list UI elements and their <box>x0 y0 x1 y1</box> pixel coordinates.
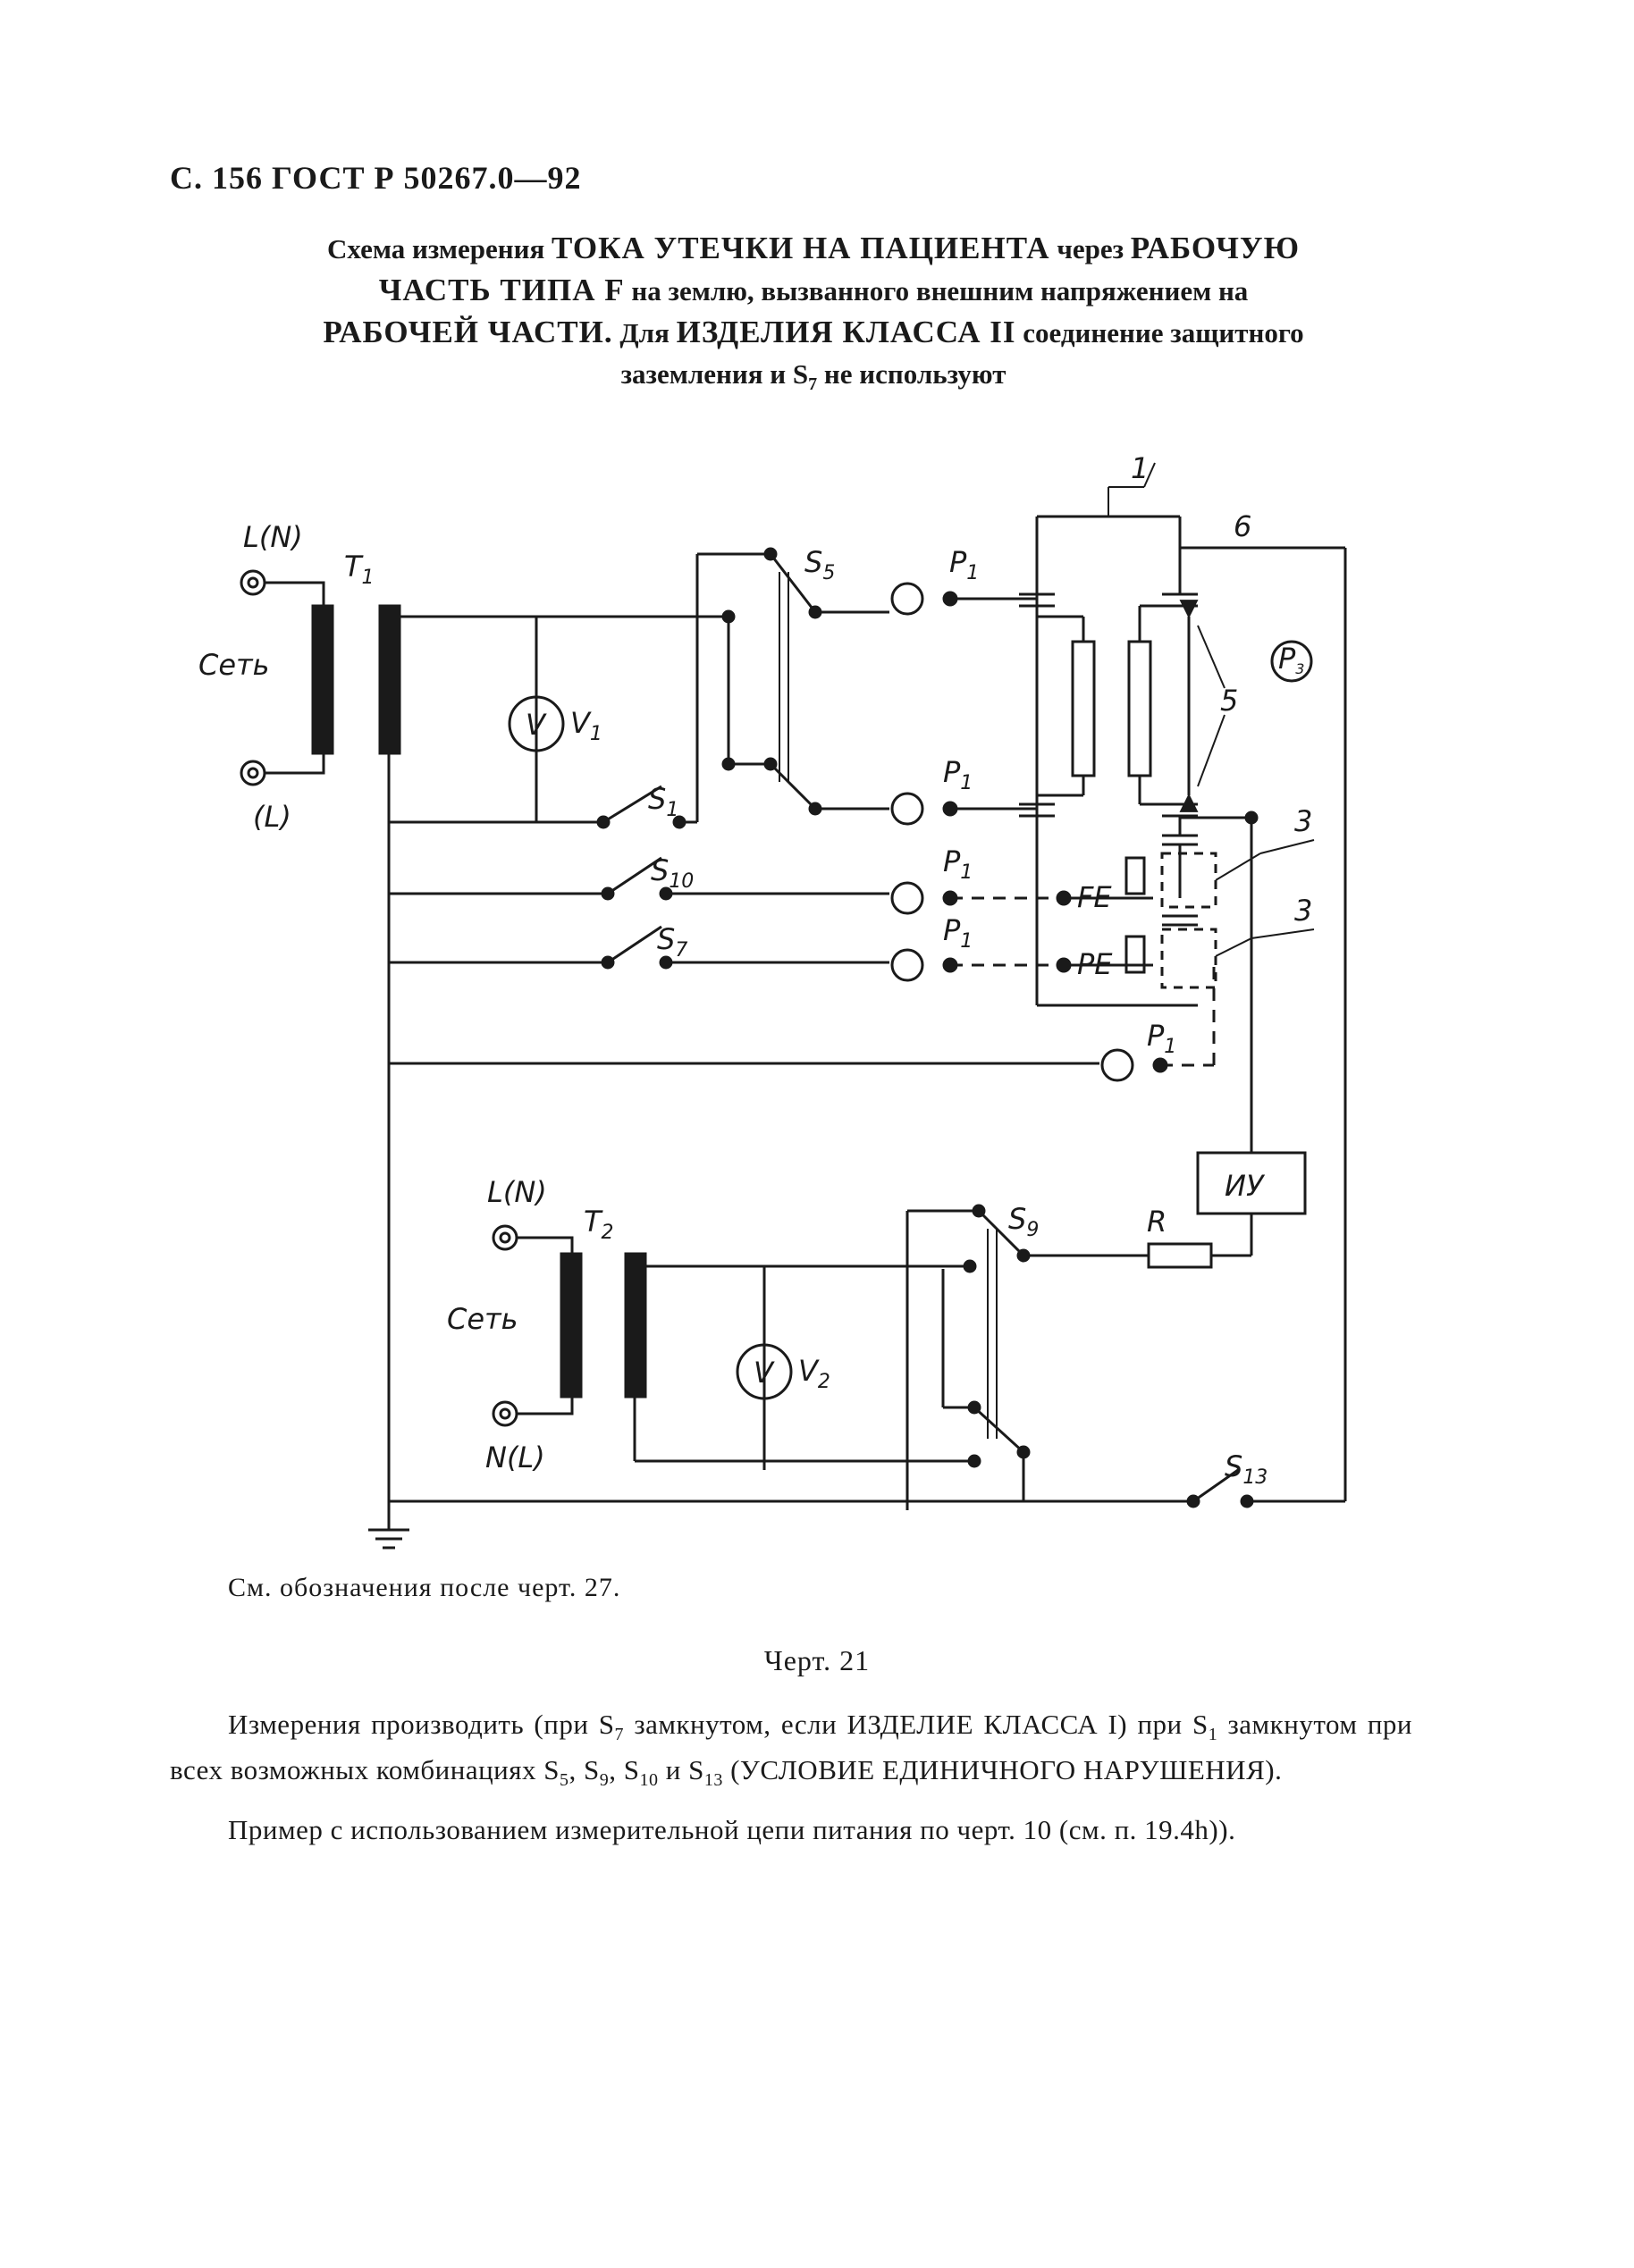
circuit-diagram: L(N) (L) Сеть T1 V V1 S5 S1 S10 S7 P1 P1… <box>198 451 1347 1550</box>
figure-title: Схема измерения ТОКА УТЕЧКИ НА ПАЦИЕНТА … <box>232 228 1394 405</box>
terminal-p1 <box>890 582 924 616</box>
transformer-t2-secondary <box>624 1252 647 1399</box>
title-text: соединение защитного <box>1015 317 1304 349</box>
label-ln-bottom: L(N) <box>487 1175 547 1209</box>
label-p1: P1 <box>943 913 973 953</box>
label-pe: PE <box>1077 947 1113 981</box>
label-5: 5 <box>1220 684 1238 718</box>
paragraph-example: Пример с использованием измерительной це… <box>228 1814 1236 1845</box>
terminal-p1 <box>890 881 924 915</box>
label-l-top: (L) <box>253 800 291 834</box>
label-p1: P1 <box>1147 1019 1176 1058</box>
title-term: РАБОЧЕЙ ЧАСТИ. <box>323 315 613 349</box>
label-s7: S7 <box>657 922 687 962</box>
terminal-p3 <box>1270 640 1313 683</box>
title-term: ТОКА УТЕЧКИ НА ПАЦИЕНТА <box>552 231 1050 265</box>
label-nl-bottom: N(L) <box>485 1441 545 1474</box>
voltmeter-symbol: V <box>754 1356 775 1390</box>
switch-s1 <box>602 785 662 824</box>
mains-terminal-bottom <box>492 1400 518 1427</box>
mains-terminal-bottom <box>240 760 266 786</box>
transformer-t2-primary <box>560 1252 583 1399</box>
label-p1: P1 <box>943 844 973 884</box>
label-3: 3 <box>1294 894 1312 928</box>
terminal-p1 <box>890 948 924 982</box>
mains-terminal-top <box>240 569 266 596</box>
title-text: на землю, вызванного внешним напряжением… <box>624 275 1249 307</box>
label-t1: T1 <box>344 550 375 589</box>
paragraph-measurement-conditions: Измерения производить (при S7 замкнутом,… <box>170 1709 1412 1791</box>
resistor <box>1071 640 1096 777</box>
page-header: С. 156 ГОСТ Р 50267.0—92 <box>170 160 582 196</box>
notation-reference: См. обозначения после черт. 27. <box>228 1573 621 1602</box>
mains-terminal-top <box>492 1224 518 1251</box>
label-s13: S13 <box>1225 1449 1268 1489</box>
label-p1: P1 <box>943 755 973 794</box>
voltmeter-symbol: V <box>526 708 547 742</box>
switch-s10 <box>607 856 662 895</box>
label-mains-top: Сеть <box>198 648 270 682</box>
resistor-r <box>1147 1242 1213 1269</box>
label-p1: P1 <box>949 545 979 584</box>
title-text: Для <box>612 317 677 349</box>
title-subscript: 7 <box>808 374 818 395</box>
label-s10: S10 <box>651 853 694 893</box>
label-3: 3 <box>1294 804 1312 838</box>
insulation-element <box>1124 856 1146 895</box>
title-term: ИЗДЕЛИЯ КЛАССА II <box>676 315 1016 349</box>
insulation-element <box>1124 935 1146 974</box>
label-s1: S1 <box>648 782 678 821</box>
title-term: РАБОЧУЮ <box>1130 231 1301 265</box>
label-r: R <box>1147 1205 1167 1239</box>
label-6: 6 <box>1234 509 1251 543</box>
label-p3: P3 <box>1278 642 1304 677</box>
voltmeter-v1 <box>508 695 565 752</box>
title-text: через <box>1049 233 1131 265</box>
title-text: не используют <box>817 358 1007 390</box>
label-s5: S5 <box>804 545 835 584</box>
title-text: Схема измерения <box>326 233 552 265</box>
voltmeter-v2 <box>736 1343 793 1400</box>
label-mains-bottom: Сеть <box>447 1302 518 1336</box>
label-v1: V1 <box>570 706 602 745</box>
switch-s13 <box>1192 1468 1239 1503</box>
label-ln-top: L(N) <box>243 520 303 554</box>
transformer-t1-primary <box>311 604 334 755</box>
label-v2: V2 <box>798 1354 830 1393</box>
terminal-p1 <box>1100 1048 1134 1082</box>
title-term: ЧАСТЬ ТИПА F <box>378 273 625 307</box>
terminal-p1 <box>890 792 924 826</box>
label-fe: FE <box>1077 880 1112 914</box>
label-iu: ИУ <box>1225 1169 1266 1203</box>
title-text: заземления и S <box>620 358 809 390</box>
label-t2: T2 <box>584 1205 614 1244</box>
label-1: 1 <box>1131 451 1149 485</box>
switch-s7 <box>607 925 662 964</box>
label-s9: S9 <box>1008 1202 1039 1241</box>
resistor <box>1127 640 1152 777</box>
ground-symbol <box>368 1501 409 1550</box>
figure-number: Черт. 21 <box>763 1644 871 1676</box>
transformer-t1-secondary <box>378 604 401 755</box>
